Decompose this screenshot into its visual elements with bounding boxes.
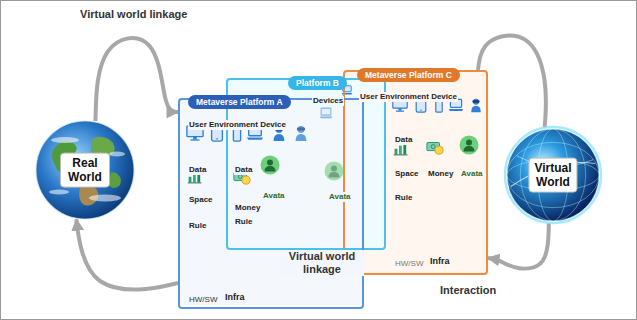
data-icons <box>460 136 479 155</box>
text-holder: Space <box>188 188 214 206</box>
text-holder: Interaction <box>438 280 498 298</box>
earth-globe <box>49 190 69 195</box>
linkage-arc <box>488 223 549 269</box>
text-holder: Space <box>394 162 420 180</box>
earth-globe <box>79 185 98 206</box>
earth-globe <box>109 172 122 188</box>
data-icons <box>427 143 443 155</box>
device-icons <box>296 126 307 141</box>
globe-label: Virtual World <box>528 158 577 193</box>
earth-globe <box>36 121 134 219</box>
platform-header: Metaverse Platform C <box>357 68 460 82</box>
earth-globe <box>89 195 121 202</box>
text-holder: Real World <box>60 153 110 188</box>
globe-label: Real World <box>60 153 110 188</box>
text-holder: Metaverse Platform A <box>188 91 291 109</box>
platform-text: Avata <box>328 192 352 202</box>
text-holder: Data <box>234 158 253 176</box>
virtual-globe <box>507 129 599 221</box>
text-holder: Avata <box>328 185 352 203</box>
earth-globe <box>36 121 134 219</box>
platform-text: User Environment Device <box>359 92 458 102</box>
text-holder: Data <box>188 158 207 176</box>
world-globe: Real World <box>35 120 135 220</box>
edge-label: Virtual world linkage <box>78 8 189 21</box>
text-holder: Devices <box>312 89 344 107</box>
device-icons <box>320 108 333 118</box>
platform-text: Rule <box>234 217 253 227</box>
text-holder: HW/SW <box>188 288 218 306</box>
text-holder: Rule <box>234 210 253 228</box>
platform-text: Infra <box>224 292 246 303</box>
text-holder: HW/SW <box>394 252 424 270</box>
platform-fills <box>178 70 488 305</box>
text-holder: User Environment Device <box>359 85 458 103</box>
text-holder: Data <box>394 128 413 146</box>
text-holder: Virtual world linkage <box>280 250 364 277</box>
virtual-globe <box>505 127 601 223</box>
data-icons <box>325 162 344 181</box>
text-holder: Metaverse Platform C <box>357 64 460 82</box>
edge-label: Virtual world linkage <box>280 250 364 276</box>
text-holder: Infra <box>224 286 246 304</box>
platform-text: Money <box>427 169 454 179</box>
platform-text: Devices <box>312 96 344 106</box>
world-globe: Virtual World <box>505 127 601 223</box>
platform-text: Rule <box>188 221 207 231</box>
text-holder: Virtual World <box>528 158 577 193</box>
platform-text: Money <box>234 203 261 213</box>
text-holder: Money <box>427 162 454 180</box>
earth-globe <box>109 152 125 157</box>
data-icons <box>188 136 479 185</box>
platform-text: Space <box>188 195 214 205</box>
text-holder: Avata <box>262 184 286 202</box>
text-holder: Rule <box>188 214 207 232</box>
text-holder: User Environment Device <box>188 113 287 131</box>
text-holder: Money <box>234 196 261 214</box>
platform-panel: Metaverse Platform A User Environment Dev… <box>178 98 364 309</box>
edge-label: Interaction <box>438 284 498 297</box>
platform-text: Space <box>394 169 420 179</box>
platform-text: Data <box>188 165 207 175</box>
linkage-arc <box>76 219 178 289</box>
text-holder: Virtual world linkage <box>78 4 189 22</box>
platform-panel: Metaverse Platform C User Environment Dev… <box>343 70 488 275</box>
text-holder: Avata <box>460 162 484 180</box>
text-holder: Rule <box>394 186 413 204</box>
platform-text: HW/SW <box>394 259 424 269</box>
earth-globe <box>51 137 79 143</box>
platform-text: Avata <box>262 191 286 201</box>
device-icons <box>471 99 481 112</box>
platform-text: Infra <box>429 256 451 267</box>
platform-text: Avata <box>460 169 484 179</box>
linkage-arc <box>478 36 546 128</box>
platform-text: Data <box>394 135 413 145</box>
linkage-arc <box>95 38 178 121</box>
virtual-globe <box>507 129 599 221</box>
platform-text: HW/SW <box>188 295 218 305</box>
platform-text: Data <box>234 165 253 175</box>
platform-fills <box>178 98 364 305</box>
text-holder: Infra <box>429 250 451 268</box>
virtual-globe <box>520 129 585 221</box>
device-icons <box>187 86 481 141</box>
data-icons <box>261 156 280 175</box>
text-holder: Platform B <box>288 72 347 90</box>
platform-text: User Environment Device <box>188 120 287 130</box>
platform-header: Metaverse Platform A <box>188 95 291 109</box>
platform-text: Rule <box>394 193 413 203</box>
platform-header: Platform B <box>288 76 347 90</box>
